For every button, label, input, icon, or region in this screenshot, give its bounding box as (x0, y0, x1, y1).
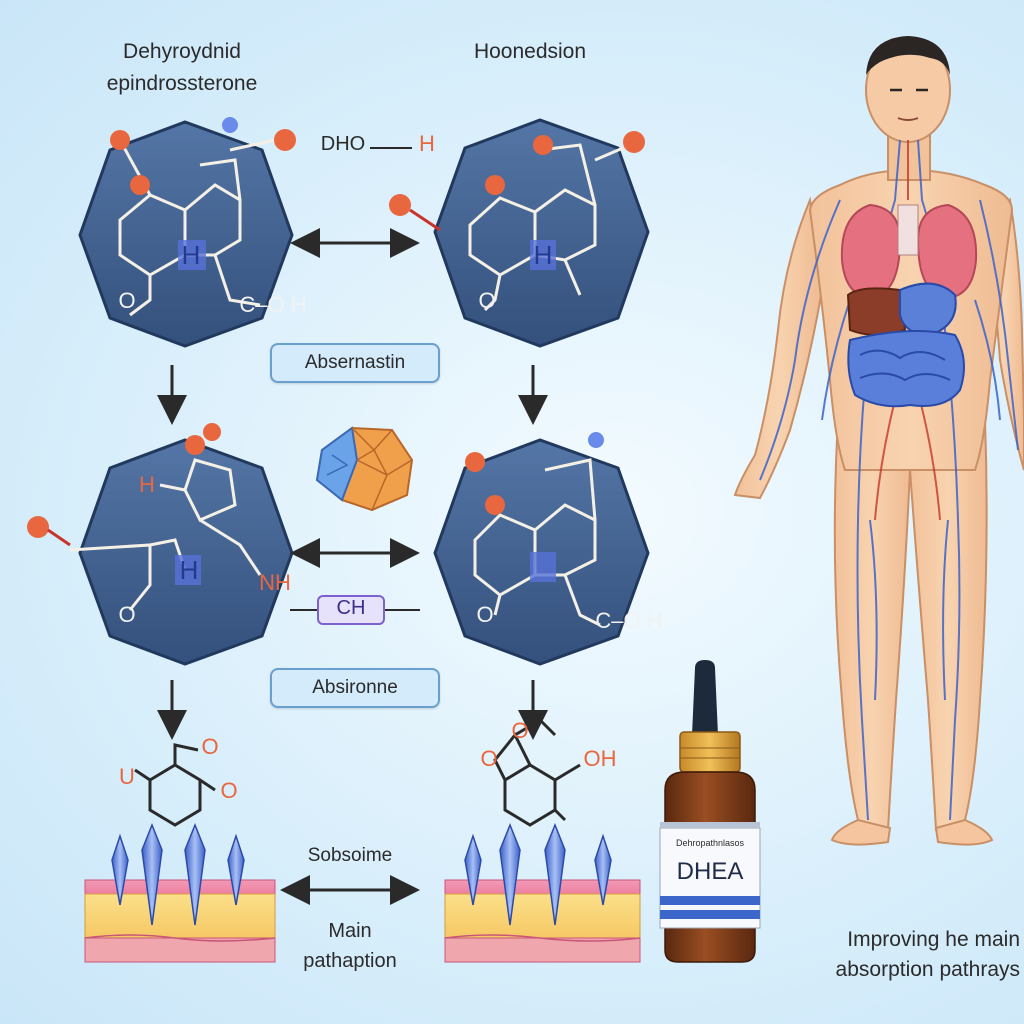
title-top-left-line1: Dehyroydnid (123, 40, 241, 63)
molecule-mid-right (433, 432, 650, 666)
title-top-left-line2: epindrossterone (106, 72, 258, 95)
dropper-bottle-icon (659, 660, 761, 963)
label-oh-bottom: OH (583, 746, 617, 771)
molecule-top-left (78, 117, 296, 348)
molecule-top-right (389, 118, 650, 348)
label-o-top-left: O (118, 288, 136, 313)
benzene-ring-left (134, 743, 216, 827)
label-c-oh-mid-right: C–O H (595, 608, 663, 633)
label-h-mid-center: H (179, 555, 199, 585)
benzene-ring-icon (148, 763, 202, 827)
label-h-top-right: H (533, 240, 553, 270)
label-nh: NH (259, 570, 291, 595)
absorption-spikes (111, 822, 612, 926)
label-o-bottom-2: O (220, 778, 238, 803)
molecule-hexagon-icon (78, 438, 294, 666)
label-h-mid-left: H (139, 472, 155, 497)
label-o-mid-left: O (118, 602, 136, 627)
bottle-label-small: Dehropathnlasos (675, 838, 745, 848)
label-o-bottom-4: O (480, 746, 498, 771)
label-o-bottom-1: O (201, 734, 219, 759)
label-dho: DHO (320, 133, 366, 155)
crystal-icon (315, 426, 414, 512)
ch-tag-box (317, 595, 385, 625)
skin-layer-left (84, 879, 276, 963)
benzene-ring-icon (503, 763, 557, 827)
human-body-icon (733, 36, 1024, 846)
molecule-hexagon-icon (433, 118, 650, 348)
label-h-top-left: H (181, 240, 201, 270)
label-sobsoime: Sobsoime (307, 845, 393, 866)
skin-layer-right (444, 879, 641, 963)
label-c-oh-top: C–O H (239, 292, 307, 317)
caption-line1: Improving he main (847, 928, 1020, 951)
arrows (157, 147, 548, 905)
label-box-mid: Absironne (270, 668, 440, 708)
label-u-bottom: U (119, 764, 135, 789)
bottle-label-dhea: DHEA (676, 858, 744, 885)
label-o-bottom-3: O (511, 718, 529, 743)
label-pathaption: pathaption (303, 950, 397, 972)
title-top-right: Hoonedsion (473, 40, 587, 63)
label-box-top: Absernastin (270, 343, 440, 383)
label-o-mid-right: O (476, 602, 494, 627)
label-dho-h: H (419, 131, 435, 156)
caption-line2: absorption pathrays (835, 958, 1020, 981)
benzene-ring-right (493, 718, 581, 827)
molecule-mid-left (27, 423, 294, 666)
label-o-top-right: O (478, 288, 496, 313)
label-main: Main (328, 920, 372, 942)
label-ch: CH (336, 597, 366, 619)
